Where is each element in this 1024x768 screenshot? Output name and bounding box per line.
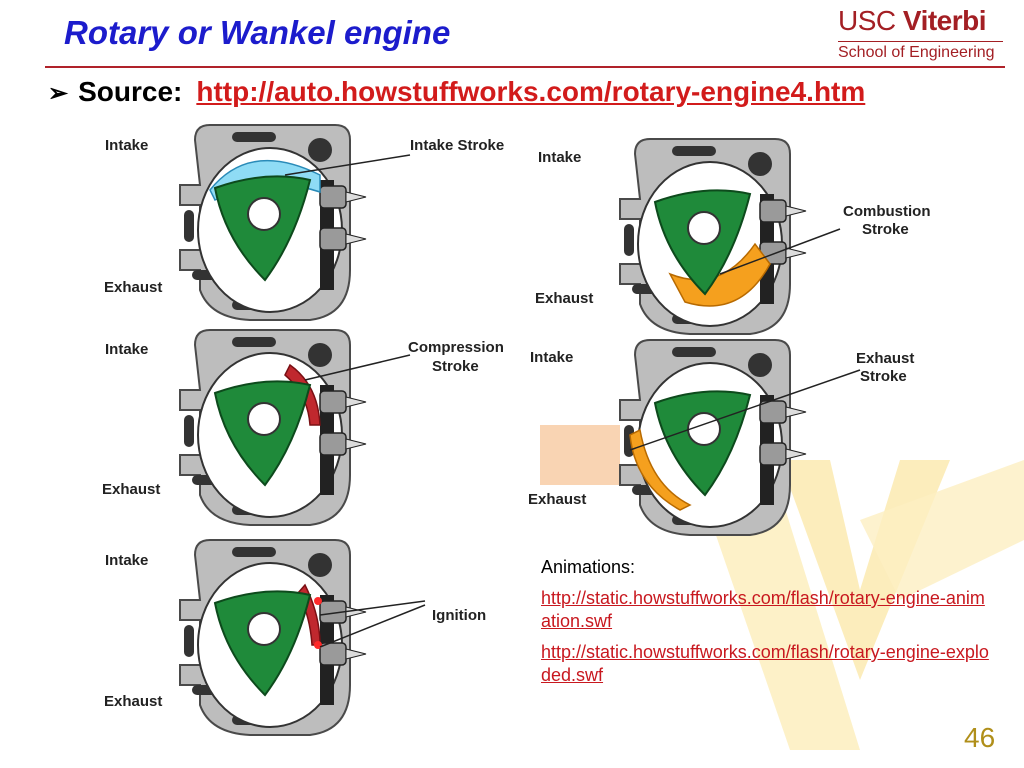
animations-heading: Animations: [541, 557, 636, 577]
panel1-exhaust-label: Exhaust [104, 279, 162, 296]
panel2-intake-label: Intake [538, 149, 581, 166]
panel-combustion-stroke [619, 138, 841, 335]
panel5-intake-label: Intake [105, 552, 148, 569]
page-number: 46 [964, 722, 996, 753]
panel5-exhaust-label: Exhaust [104, 693, 162, 710]
panel5-stroke-label: Ignition [432, 607, 486, 624]
animation-link-1[interactable]: http://static.howstuffworks.com/flash/ro… [541, 588, 985, 631]
panel4-stroke-line2: Stroke [860, 368, 907, 385]
source-label: Source: [78, 76, 183, 107]
animation-link-2[interactable]: http://static.howstuffworks.com/flash/ro… [541, 642, 989, 685]
source-bullet: ➢ Source: http://auto.howstuffworks.com/ro… [48, 76, 865, 108]
panel4-exhaust-label: Exhaust [528, 491, 586, 508]
usc-viterbi-logo: USC Viterbi School of Engineering [838, 5, 1008, 61]
panel3-stroke-line1: Compression [408, 339, 504, 356]
panel2-stroke-line2: Stroke [862, 221, 909, 238]
panel1-stroke-label: Intake Stroke [410, 137, 504, 154]
panel3-exhaust-label: Exhaust [102, 481, 160, 498]
title-divider [45, 66, 1005, 68]
panel-intake-stroke [179, 124, 411, 321]
panel2-stroke-line1: Combustion [843, 203, 931, 220]
logo-brand-b: Viterbi [902, 5, 987, 36]
panel3-intake-label: Intake [105, 341, 148, 358]
arrow-bullet-icon: ➢ [48, 80, 69, 107]
animations-section: Animations: http://static.howstuffworks.… [541, 556, 991, 695]
rotary-engine-diagram: Intake Exhaust Intake Stroke Intake Exha… [102, 124, 931, 736]
panel4-stroke-line1: Exhaust [856, 350, 914, 367]
panel-exhaust-stroke [540, 339, 861, 536]
panel1-intake-label: Intake [105, 137, 148, 154]
logo-brand-a: USC [838, 5, 896, 36]
logo-school: School of Engineering [838, 44, 995, 61]
panel3-stroke-line2: Stroke [432, 358, 479, 375]
panel-compression-stroke [179, 329, 411, 526]
panel4-intake-label: Intake [530, 349, 573, 366]
slide-title: Rotary or Wankel engine [64, 14, 451, 51]
panel-ignition [179, 539, 426, 736]
logo-rule [838, 41, 1003, 42]
source-link[interactable]: http://auto.howstuffworks.com/rotary-eng… [196, 76, 866, 107]
panel2-exhaust-label: Exhaust [535, 290, 593, 307]
